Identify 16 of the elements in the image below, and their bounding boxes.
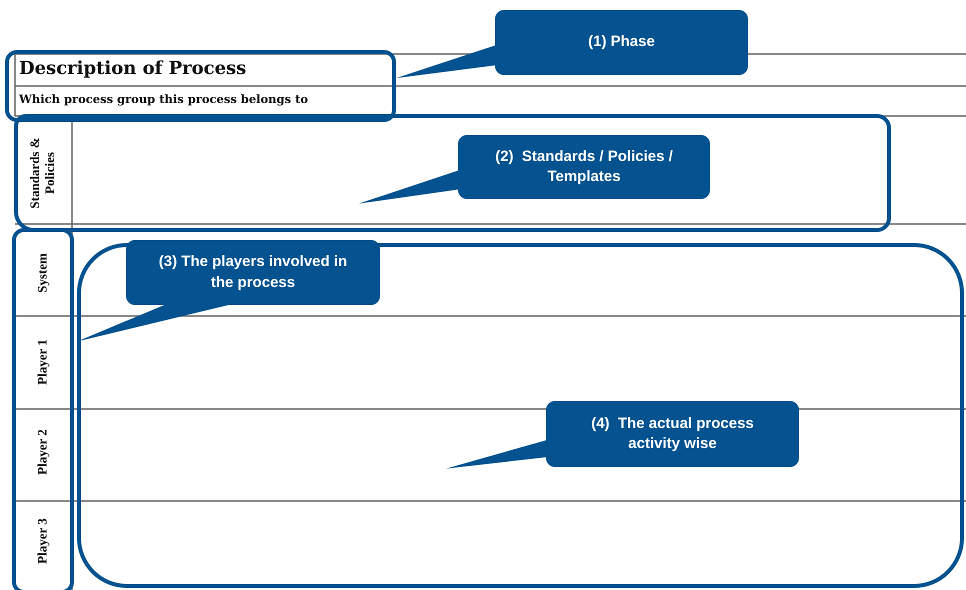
callout-pointer	[446, 440, 547, 469]
lane-label: Player 1	[36, 338, 50, 388]
lane-label: Player 3	[36, 517, 50, 566]
form-heading: Description of Process	[19, 58, 246, 79]
callout-pointer	[358, 170, 459, 204]
callout-pointer	[396, 45, 496, 78]
form-subheading: Which process group this process belongs to	[19, 92, 308, 106]
row-heading: Standards & Policies	[28, 136, 58, 211]
lane-label: System	[36, 252, 50, 295]
callout-box: (1) Phase	[495, 10, 748, 75]
highlight-outline	[5, 50, 396, 122]
highlight-outline	[12, 228, 74, 590]
lane-label: Player 2	[36, 428, 50, 477]
highlight-outline	[14, 114, 891, 232]
callout-box: (4) The actual process activity wise	[546, 401, 799, 467]
callout-box: (2) Standards / Policies / Templates	[458, 135, 710, 199]
